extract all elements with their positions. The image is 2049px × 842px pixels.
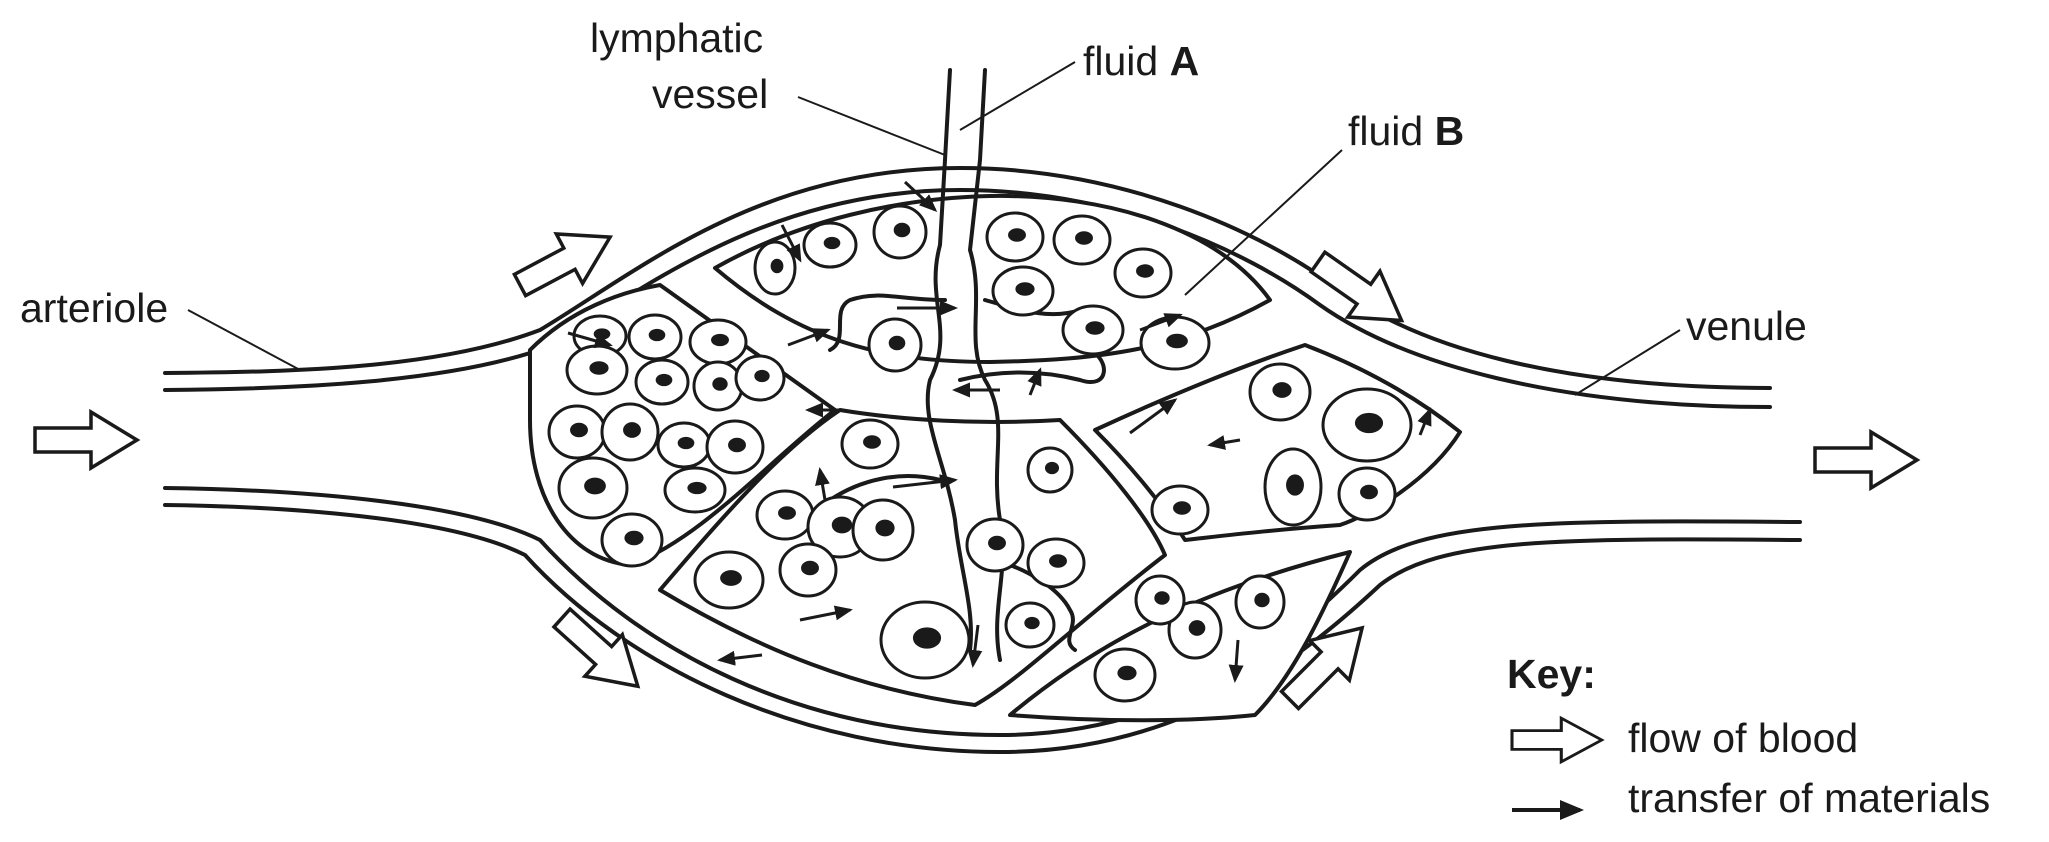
key-title: Key: — [1507, 651, 1596, 697]
cell-nucleus — [863, 435, 881, 449]
hollow-arrow-icon — [1510, 716, 1604, 764]
cell-nucleus — [1286, 474, 1304, 496]
fluid-a-leader — [959, 61, 1076, 131]
transfer-arrow — [892, 474, 958, 490]
transfer-arrow — [903, 180, 938, 213]
cell-nucleus — [1085, 321, 1105, 335]
cell-nucleus — [677, 436, 695, 450]
cell-nucleus — [888, 335, 906, 351]
transfer-arrow — [1027, 367, 1042, 396]
cell-nucleus — [712, 377, 728, 391]
cell-nucleus — [1354, 412, 1384, 434]
arteriole-label: arteriole — [20, 285, 168, 331]
cell-nucleus — [624, 530, 644, 546]
cell-nucleus — [584, 477, 606, 495]
transfer-arrow — [1207, 435, 1241, 450]
lymphatic-label-line2: vessel — [652, 71, 768, 117]
transfer-arrow — [799, 605, 853, 622]
cell-nucleus — [1166, 333, 1188, 349]
cell-nucleus — [687, 481, 707, 495]
cell-nucleus — [893, 222, 911, 238]
fluid-b-letter: B — [1435, 108, 1465, 154]
cell-nucleus — [720, 570, 742, 586]
cell-nucleus — [593, 328, 611, 340]
transfer-arrow — [1417, 407, 1432, 436]
key-transfer-label: transfer of materials — [1628, 775, 1990, 821]
fluid-a-letter: A — [1170, 38, 1200, 84]
transfer-arrow — [1228, 639, 1244, 683]
blood-vessel — [163, 166, 1802, 754]
venule-leader — [1574, 329, 1681, 396]
cell-nucleus — [823, 236, 841, 250]
cell-nucleus — [1188, 620, 1206, 636]
leader-lines — [187, 61, 1681, 396]
cell-nucleus — [589, 361, 609, 375]
key-flow-label: flow of blood — [1628, 715, 1858, 761]
transfer-arrow — [567, 331, 613, 349]
fluid-a-label: fluid A — [1083, 38, 1199, 84]
tissue-cells — [547, 204, 1413, 703]
cell-nucleus — [1360, 484, 1378, 500]
cell-nucleus — [912, 627, 942, 649]
transfer-arrow — [815, 467, 830, 501]
cell-nucleus — [1117, 665, 1137, 681]
transfer-arrow — [1129, 398, 1178, 435]
cell-nucleus — [801, 560, 819, 576]
cell-nucleus — [623, 422, 641, 438]
cell-nucleus — [570, 422, 588, 438]
cell-nucleus — [655, 373, 673, 387]
cell-nucleus — [1272, 382, 1292, 398]
cell-nucleus — [1008, 228, 1026, 242]
transfer-arrow — [967, 624, 983, 668]
cell-nucleus — [831, 516, 853, 534]
blood-flow-arrow-in — [33, 410, 139, 470]
cell-nucleus — [770, 258, 784, 274]
venule-label: venule — [1686, 303, 1807, 349]
cell-nucleus — [648, 328, 666, 342]
lymphatic-label-line1: lymphatic — [590, 15, 763, 61]
cell-nucleus — [1049, 554, 1067, 568]
cell-nucleus — [1154, 591, 1170, 605]
transfer-arrow — [1139, 313, 1183, 332]
transfer-arrow — [780, 224, 802, 263]
cell-nucleus — [711, 333, 729, 347]
lymphatic-vessel-leader — [797, 96, 946, 156]
cell-nucleus — [1075, 231, 1093, 245]
blood-flow-arrow-upper-left — [505, 210, 625, 312]
cell-nucleus — [1254, 592, 1270, 608]
blood-flow-arrow-out — [1813, 430, 1919, 490]
cell-nucleus — [1136, 264, 1154, 278]
transfer-arrow — [717, 650, 763, 666]
cell-nucleus — [1044, 461, 1060, 475]
cell-nucleus — [778, 506, 796, 520]
transfer-arrow — [787, 328, 831, 347]
fluid-b-label: fluid B — [1348, 108, 1464, 154]
fluid-b-leader — [1184, 149, 1343, 296]
cell-nucleus — [875, 519, 895, 537]
cell-nucleus — [1015, 282, 1035, 296]
blood-flow-arrow-lower-left — [541, 595, 659, 709]
cell-nucleus — [988, 535, 1006, 551]
cell-nucleus — [1173, 501, 1191, 515]
cell-nucleus — [728, 437, 746, 453]
arteriole-leader — [187, 309, 301, 371]
key: Key: flow of blood transfer of materials — [1507, 651, 1990, 821]
cell-nucleus — [1024, 616, 1040, 630]
cell-nucleus — [754, 369, 770, 383]
transfer-arrows — [567, 180, 1432, 683]
